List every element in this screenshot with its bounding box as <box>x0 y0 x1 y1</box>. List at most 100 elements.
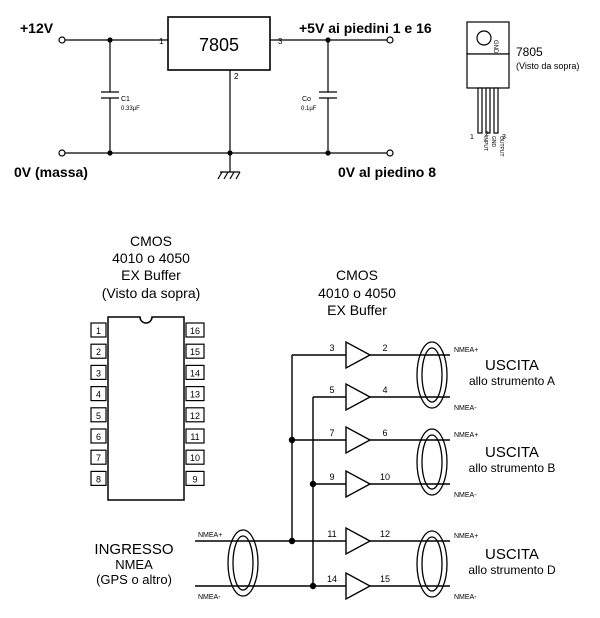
dip-pin-label: 1 <box>96 326 101 336</box>
output-plus-label: NMEA+ <box>454 432 478 439</box>
input-minus-label: NMEA- <box>198 594 221 601</box>
dip-pin-label: 3 <box>96 368 101 378</box>
dip-pin-box-right <box>185 407 205 423</box>
buffer-input-pin: 5 <box>329 385 334 395</box>
buffer-input-pin: 7 <box>329 428 334 438</box>
dip-pin-box-left <box>90 407 107 423</box>
package-lead-3 <box>493 87 499 134</box>
svg-text:EX Buffer: EX Buffer <box>327 302 387 318</box>
output-cable-inner <box>421 347 443 403</box>
dip-pin-label: 6 <box>96 432 101 442</box>
output-subtitle: allo strumento D <box>468 563 556 577</box>
output-plus-label: NMEA+ <box>454 347 478 354</box>
package-pin3-number: 3 <box>502 134 506 141</box>
buffer-output-pin: 2 <box>382 343 387 353</box>
output-subtitle: allo strumento B <box>469 461 556 475</box>
input-cable-inner <box>232 535 254 591</box>
package-lead-1 <box>477 87 483 134</box>
svg-text:CMOS: CMOS <box>130 233 172 249</box>
output-title: USCITA <box>485 546 539 563</box>
svg-text:(Visto da sopra): (Visto da sopra) <box>102 285 201 301</box>
ground-left-label: 0V (massa) <box>14 164 88 180</box>
output-cable-outer <box>416 530 448 598</box>
buffer-triangle-icon <box>345 571 372 601</box>
output-title: USCITA <box>485 357 539 374</box>
dip-pin-label: 14 <box>190 368 200 378</box>
dip-pin-label: 7 <box>96 453 101 463</box>
to220-package <box>466 21 510 134</box>
output-cable-outer <box>416 428 448 496</box>
output-plus-label: NMEA+ <box>454 533 478 540</box>
package-tab-label: GND <box>492 40 498 54</box>
output-cable-outer <box>416 341 448 409</box>
buffer-triangle-icon <box>345 526 372 556</box>
regulator-chip <box>167 16 271 71</box>
output-subtitle: allo strumento A <box>469 374 555 388</box>
output-cable-inner <box>421 536 443 592</box>
svg-text:4010 o 4050: 4010 o 4050 <box>112 250 190 266</box>
regulator-pin-out: 3 <box>278 37 283 46</box>
package-title: 7805 <box>516 45 543 59</box>
buffer-triangle-icon <box>345 425 372 455</box>
output-minus-label: NMEA- <box>454 405 477 412</box>
input-voltage-label: +12V <box>20 20 54 36</box>
input-plus-label: NMEA+ <box>198 532 222 539</box>
ground-right-label: 0V al piedino 8 <box>338 164 436 180</box>
buffer-input-pin: 9 <box>329 472 334 482</box>
c1-name: C1 <box>121 96 130 103</box>
package-pin1-number: 1 <box>470 134 474 141</box>
dip-title: CMOS 4010 o 4050 EX Buffer (Visto da sop… <box>102 233 201 301</box>
buffer-input-pin: 14 <box>327 574 337 584</box>
dip-pin-box-right <box>185 470 205 486</box>
dip-pin-box-right <box>185 386 205 402</box>
output-cable-inner <box>421 434 443 490</box>
svg-text:4010 o 4050: 4010 o 4050 <box>318 285 396 301</box>
regulator-circuit <box>58 16 394 180</box>
dip-pin-label: 9 <box>192 474 197 484</box>
co-name: Co <box>302 96 311 103</box>
output-voltage-label: +5V ai piedini 1 e 16 <box>299 20 432 36</box>
package-pin2-name: GND <box>490 136 496 148</box>
dip-pin-box-left <box>90 364 107 380</box>
dip-pin-box-left <box>90 322 107 338</box>
regulator-pin-gnd: 2 <box>234 72 239 81</box>
co-value: 0.1µF <box>301 106 317 112</box>
dip-pin-label: 15 <box>190 347 200 357</box>
dip-pin-box-left <box>90 343 107 359</box>
dip-pin-box-right <box>185 343 205 359</box>
dip-pin-label: 4 <box>96 390 101 400</box>
input-cable-outer <box>227 529 259 597</box>
dip-pin-label: 8 <box>96 474 101 484</box>
package-tab <box>466 21 510 55</box>
buffer-triangle-icon <box>345 469 372 499</box>
dip-pin-box-right <box>185 322 205 338</box>
buffer-input-pin: 11 <box>327 529 336 539</box>
output-minus-label: NMEA- <box>454 594 477 601</box>
dip-pin-label: 13 <box>190 390 200 400</box>
buffer-output-pin: 12 <box>380 529 390 539</box>
dip-pin-box-right <box>185 449 205 465</box>
buffer-wiring <box>195 355 317 590</box>
dip-pin-box-right <box>185 364 205 380</box>
dip-body <box>107 316 185 501</box>
input-label: INGRESSO NMEA (GPS o altro) <box>94 541 173 587</box>
output-title: USCITA <box>485 444 539 461</box>
dip-pin-label: 12 <box>190 411 200 421</box>
dip-pin-box-left <box>90 428 107 444</box>
buffer-output-pin: 6 <box>382 428 387 438</box>
output-minus-label: NMEA- <box>454 492 477 499</box>
buffer-output-pin: 4 <box>382 385 387 395</box>
dip-pin-box-right <box>185 428 205 444</box>
buffer-output-pin: 10 <box>380 472 390 482</box>
package-tab-hole <box>476 30 492 46</box>
package-lead-2 <box>485 87 491 134</box>
buffer-title: CMOS 4010 o 4050 EX Buffer <box>318 267 396 318</box>
package-subtitle: (Visto da sopra) <box>516 61 579 71</box>
svg-text:INGRESSO: INGRESSO <box>94 541 173 558</box>
dip-pin-box-left <box>90 386 107 402</box>
terminal-ground-left <box>58 149 66 157</box>
